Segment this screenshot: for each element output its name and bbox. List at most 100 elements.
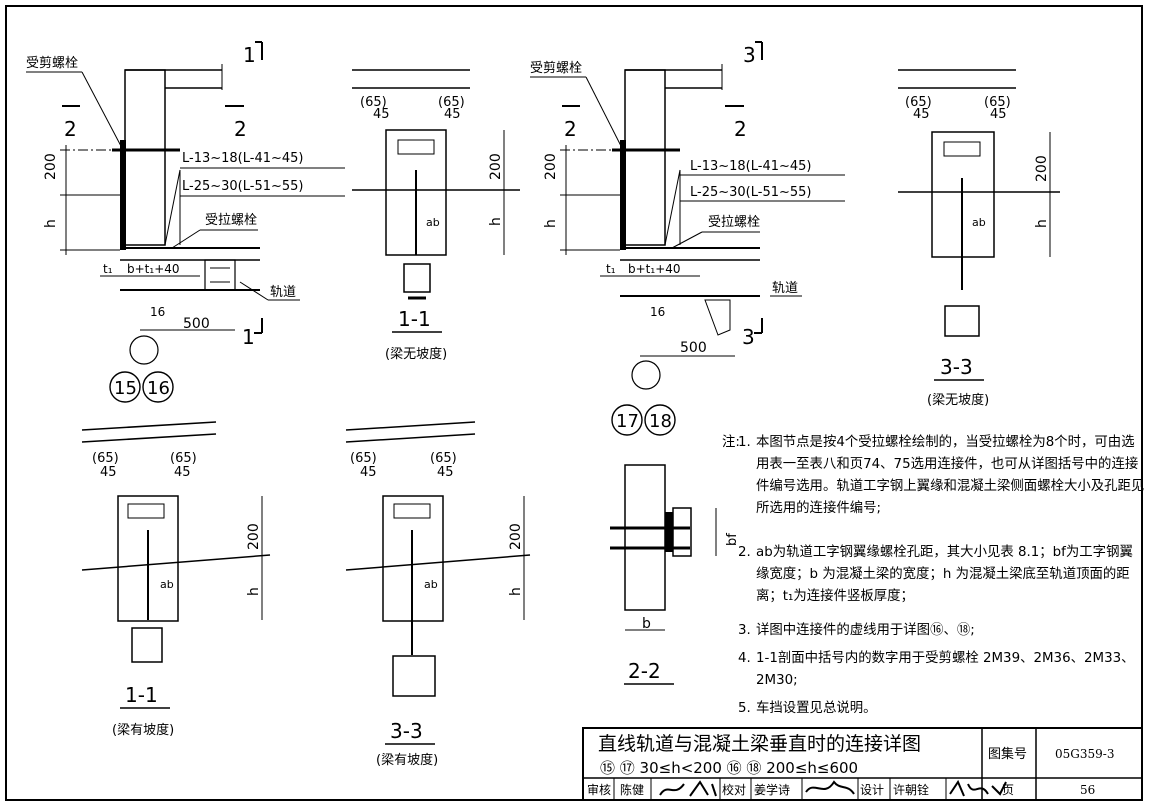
note-text: ab为轨道工字钢翼缘螺栓孔距，其大小见表 8.1；bf为工字钢翼缘宽度；b 为混…	[756, 545, 1133, 604]
callout-18: 18	[649, 411, 672, 432]
section-2-mark: 2	[564, 117, 577, 141]
note-text: 详图中连接件的虚线用于详图⑯、⑱;	[756, 623, 975, 638]
section-1-1-flat: (65) (65) 45 45 200 h ab 1-1 (梁无坡度)	[352, 69, 520, 362]
section-3-3-sloped: (65) (65) 45 45 200 h ab 3-3 (梁有坡度)	[345, 421, 531, 768]
dim-45: 45	[174, 465, 191, 480]
title-block: 直线轨道与混凝土梁垂直时的连接详图 ⑮ ⑰ 30≤h<200 ⑯ ⑱ 200≤h…	[582, 727, 1143, 801]
dim-h: h	[43, 219, 59, 228]
dim-200: 200	[43, 153, 59, 180]
section-1-mark: 1	[242, 325, 255, 349]
design-label: 设计	[860, 783, 884, 797]
dim-ab: ab	[424, 578, 438, 591]
dim-200: 200	[543, 153, 559, 180]
dim-200: 200	[246, 523, 262, 550]
atlas-label: 图集号	[988, 746, 1027, 762]
section-2-mark: 2	[64, 117, 77, 141]
dim-45: 45	[373, 107, 390, 122]
dim-45: 45	[360, 465, 377, 480]
note-item: 4. 1-1剖面中括号内的数字用于受剪螺栓 2M39、2M36、2M33、2M3…	[738, 648, 1146, 692]
drawing-subtitle: ⑮ ⑰ 30≤h<200 ⑯ ⑱ 200≤h≤600	[600, 759, 858, 777]
designer-signature	[949, 779, 1007, 797]
dim-500: 500	[680, 340, 707, 356]
dim-65: (65)	[360, 95, 387, 110]
reviewer-name: 陈健	[620, 782, 644, 797]
dim-45: 45	[100, 465, 117, 480]
shear-bolt-label: 受剪螺栓	[26, 55, 78, 71]
note-item: 2. ab为轨道工字钢翼缘螺栓孔距，其大小见表 8.1；bf为工字钢翼缘宽度；b…	[738, 542, 1146, 608]
section-1-1-subtitle: (梁有坡度)	[112, 722, 174, 738]
dim-16: 16	[650, 305, 665, 319]
section-3-3-subtitle: (梁有坡度)	[376, 752, 438, 768]
section-1-1-title: 1-1	[398, 307, 431, 331]
dim-h: h	[1034, 219, 1050, 228]
note-item: 3. 详图中连接件的虚线用于详图⑯、⑱;	[738, 620, 1146, 642]
atlas-number: 05G359-3	[1055, 747, 1114, 761]
section-2-2-title: 2-2	[628, 659, 661, 683]
tension-bolt-label: 受拉螺栓	[708, 215, 760, 230]
dim-h: h	[508, 587, 524, 596]
dim-45: 45	[990, 107, 1007, 122]
dim-h: h	[543, 219, 559, 228]
dim-h: h	[246, 587, 262, 596]
dim-bt: b+t₁+40	[628, 262, 681, 276]
callout-16: 16	[147, 378, 170, 399]
section-1-1-title: 1-1	[125, 683, 158, 707]
section-1-1-subtitle: (梁无坡度)	[385, 346, 447, 362]
note-item: 1. 本图节点是按4个受拉螺栓绘制的，当受拉螺栓为8个时，可由选用表一至表八和页…	[738, 432, 1146, 520]
note-text: 车挡设置见总说明。	[756, 701, 877, 716]
dim-bf: bf	[725, 533, 740, 546]
section-1-mark: 1	[243, 43, 256, 67]
sheet-border	[5, 5, 1143, 801]
note-text: 1-1剖面中括号内的数字用于受剪螺栓 2M39、2M36、2M33、2M30;	[756, 651, 1135, 688]
review-label: 审核	[587, 782, 611, 797]
dim-t1: t₁	[606, 262, 616, 276]
angle-label-b: L-25~30(L-51~55)	[690, 185, 812, 200]
section-2-mark: 2	[234, 117, 247, 141]
rail-label: 轨道	[270, 285, 296, 300]
dim-65: (65)	[430, 451, 457, 466]
checker-name: 姜学诗	[754, 782, 790, 797]
section-3-3-title: 3-3	[940, 355, 973, 379]
dim-500: 500	[183, 316, 210, 332]
designer-name: 许朝铨	[893, 782, 929, 797]
shear-bolt-label: 受剪螺栓	[530, 60, 582, 76]
section-1-1-sloped: (65) (65) 45 45 200 h ab 1-1 (梁有坡度)	[81, 421, 271, 738]
note-number: 4.	[738, 651, 751, 666]
dim-t1: t₁	[103, 262, 113, 276]
section-3-mark: 3	[742, 325, 755, 349]
dim-200: 200	[1034, 155, 1050, 182]
tension-bolt-label: 受拉螺栓	[205, 213, 257, 228]
reviewer-signature	[659, 780, 717, 797]
angle-label-a: L-13~18(L-41~45)	[690, 159, 812, 174]
dim-65: (65)	[350, 451, 377, 466]
dim-ab: ab	[426, 216, 440, 229]
dim-65: (65)	[438, 95, 465, 110]
dim-65: (65)	[170, 451, 197, 466]
section-2-2: bf b 2-2	[610, 464, 740, 685]
angle-label-b: L-25~30(L-51~55)	[182, 179, 304, 194]
dim-200: 200	[488, 153, 504, 180]
notes-heading: 注:	[722, 435, 740, 450]
note-number: 3.	[738, 623, 751, 638]
callout-15: 15	[114, 378, 137, 399]
dim-65: (65)	[905, 95, 932, 110]
callout-17: 17	[616, 411, 639, 432]
dim-bt: b+t₁+40	[127, 262, 180, 276]
rail-label: 轨道	[772, 281, 798, 296]
dim-65: (65)	[984, 95, 1011, 110]
section-2-mark: 2	[734, 117, 747, 141]
section-3-3-title: 3-3	[390, 719, 423, 743]
note-text: 本图节点是按4个受拉螺栓绘制的，当受拉螺栓为8个时，可由选用表一至表八和页74、…	[756, 435, 1145, 516]
dim-ab: ab	[160, 578, 174, 591]
dim-65: (65)	[92, 451, 119, 466]
page-number: 56	[1080, 783, 1095, 797]
note-number: 5.	[738, 701, 751, 716]
dim-200: 200	[508, 523, 524, 550]
note-number: 2.	[738, 545, 751, 560]
dim-45: 45	[913, 107, 930, 122]
detail-15-16: 200 h 2 2 1 1 受剪螺栓 L-13~18(L-41~45) L-25…	[26, 41, 345, 403]
angle-label-a: L-13~18(L-41~45)	[182, 151, 304, 166]
note-number: 1.	[738, 435, 751, 450]
dim-ab: ab	[972, 216, 986, 229]
